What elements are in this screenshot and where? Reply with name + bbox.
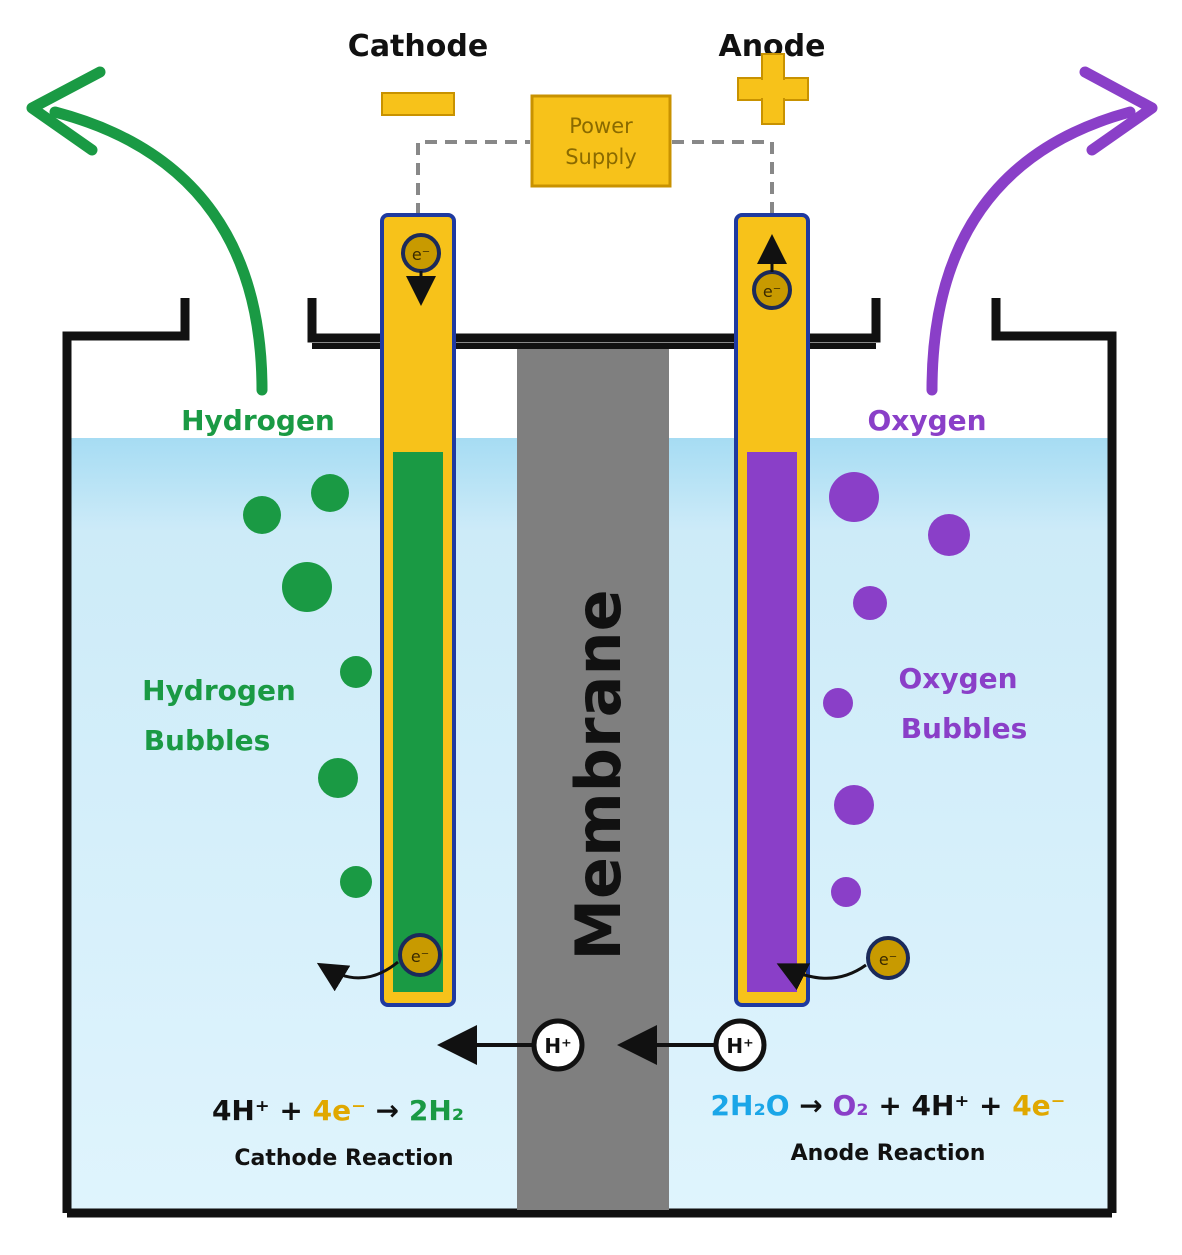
proton-center: H⁺ [437,1018,585,1072]
hydrogen-bubbles [243,474,372,898]
membrane [517,349,669,1210]
anode-plus-sign [737,53,809,125]
hydrogen-outlet-arrow [49,106,268,396]
membrane-label: Membrane [562,589,635,960]
power-supply-label-line1: Power [569,114,633,138]
oxygen-bubbles-label-line2: Bubbles [901,712,1028,745]
anode-reaction-equation: 2H₂O → O₂ + 4H⁺ + 4e⁻ [711,1089,1066,1122]
electron-anode-bottom: e⁻ [776,936,910,991]
oxygen-label: Oxygen [867,404,986,437]
power-supply-label-line2: Supply [565,145,637,169]
svg-text:H⁺: H⁺ [544,1034,571,1058]
cathode-reaction-equation: 4H⁺ + 4e⁻ → 2H₂ [212,1094,464,1127]
oxygen-outlet-arrow [926,106,1136,396]
electron-anode-top: e⁻ [752,234,792,310]
oxygen-bubbles-label-line1: Oxygen [898,662,1017,695]
oxygen-bubbles [823,472,970,907]
electron-cathode-top: e⁻ [401,233,441,306]
proton-anode-side: H⁺ [617,1018,767,1072]
cathode-minus-sign [381,92,455,116]
tank-outline [62,298,190,1213]
svg-text:H⁺: H⁺ [726,1034,753,1058]
cathode-label: Cathode [348,29,488,64]
power-wire [416,140,774,215]
anode-electrode [734,213,810,1007]
hydrogen-label: Hydrogen [181,404,335,437]
oxygen-arrowhead [1079,66,1158,156]
power-supply-box [530,94,672,188]
hydrogen-bubbles-label-line1: Hydrogen [142,674,296,707]
svg-text:e⁻: e⁻ [879,950,897,969]
cathode-reaction-caption: Cathode Reaction [234,1146,453,1171]
tank-outline-right [991,298,1117,1213]
hydrogen-arrowhead [26,66,106,156]
anode-reaction-caption: Anode Reaction [791,1141,986,1166]
svg-text:e⁻: e⁻ [411,947,429,966]
svg-text:e⁻: e⁻ [763,282,781,301]
tank-lid [307,298,881,343]
svg-text:e⁻: e⁻ [412,245,430,264]
cathode-electrode [380,213,456,1007]
hydrogen-bubbles-label-line2: Bubbles [144,724,271,757]
electron-cathode-bottom: e⁻ [316,933,442,992]
